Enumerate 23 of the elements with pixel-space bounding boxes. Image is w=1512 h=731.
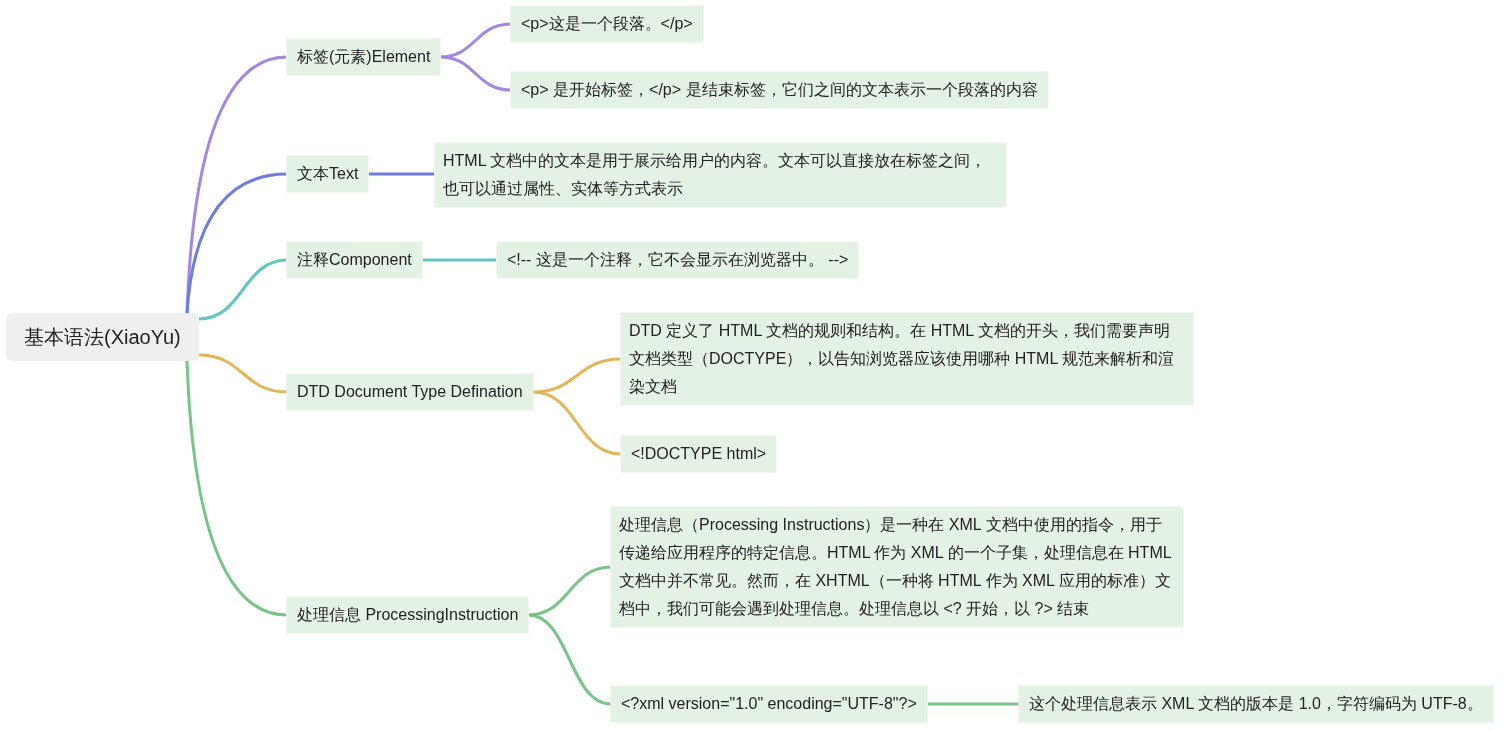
connector-line xyxy=(185,172,289,315)
subtopic-box: HTML 文档中的文本是用于展示给用户的内容。文本可以直接放在标签之间，也可以通过属性、实体等方式表示 xyxy=(435,143,1006,207)
topic-box: DTD Document Type Defination xyxy=(287,374,533,410)
subtopic-box: <p> 是开始标签，</p> 是结束标签，它们之间的文本表示一个段落的内容 xyxy=(511,72,1048,108)
topic-box: 处理信息 ProcessingInstruction xyxy=(287,597,529,633)
connector-line xyxy=(531,390,623,456)
connector-line xyxy=(197,258,289,321)
topic-box: 注释Component xyxy=(287,242,422,278)
subtopic-box: <?xml version="1.0" encoding="UTF-8"?> xyxy=(611,686,927,722)
connector-line xyxy=(185,359,289,617)
connector-line xyxy=(925,702,1021,706)
subtopic-box: DTD 定义了 HTML 文档的规则和结构。在 HTML 文档的开头，我们需要声明文档类型（DOCTYPE），以告知浏览器应该使用哪种 HTML 规范来解析和渲染文档 xyxy=(621,313,1193,405)
connector-line xyxy=(420,258,499,262)
subtopic-box: <!-- 这是一个注释，它不会显示在浏览器中。 --> xyxy=(497,242,859,278)
subtopic-box: 处理信息（Processing Instructions）是一种在 XML 文档中使用的指令，用于传递给应用程序的特定信息。HTML 作为 XML 的一个子集，处理信息在 HTML 文档中并不常见。然而，在 XHTML（一种将 HTML 作为 XML 应用的标准）文档中，我们可能会遇到处理信息。处理信息以 <? 开始，以 ?> 结束 xyxy=(611,507,1183,627)
subtopic-box: <!DOCTYPE html> xyxy=(621,436,777,472)
connector-line xyxy=(197,353,289,394)
connector-line xyxy=(531,357,623,394)
subtopic-box: <p>这是一个段落。</p> xyxy=(511,6,703,42)
topic-box: 文本Text xyxy=(287,156,369,192)
subtopic-box: 这个处理信息表示 XML 文档的版本是 1.0，字符编码为 UTF-8。 xyxy=(1019,686,1493,722)
central-topic: 基本语法(XiaoYu) xyxy=(6,313,199,361)
topic-box: 标签(元素)Element xyxy=(287,39,441,75)
